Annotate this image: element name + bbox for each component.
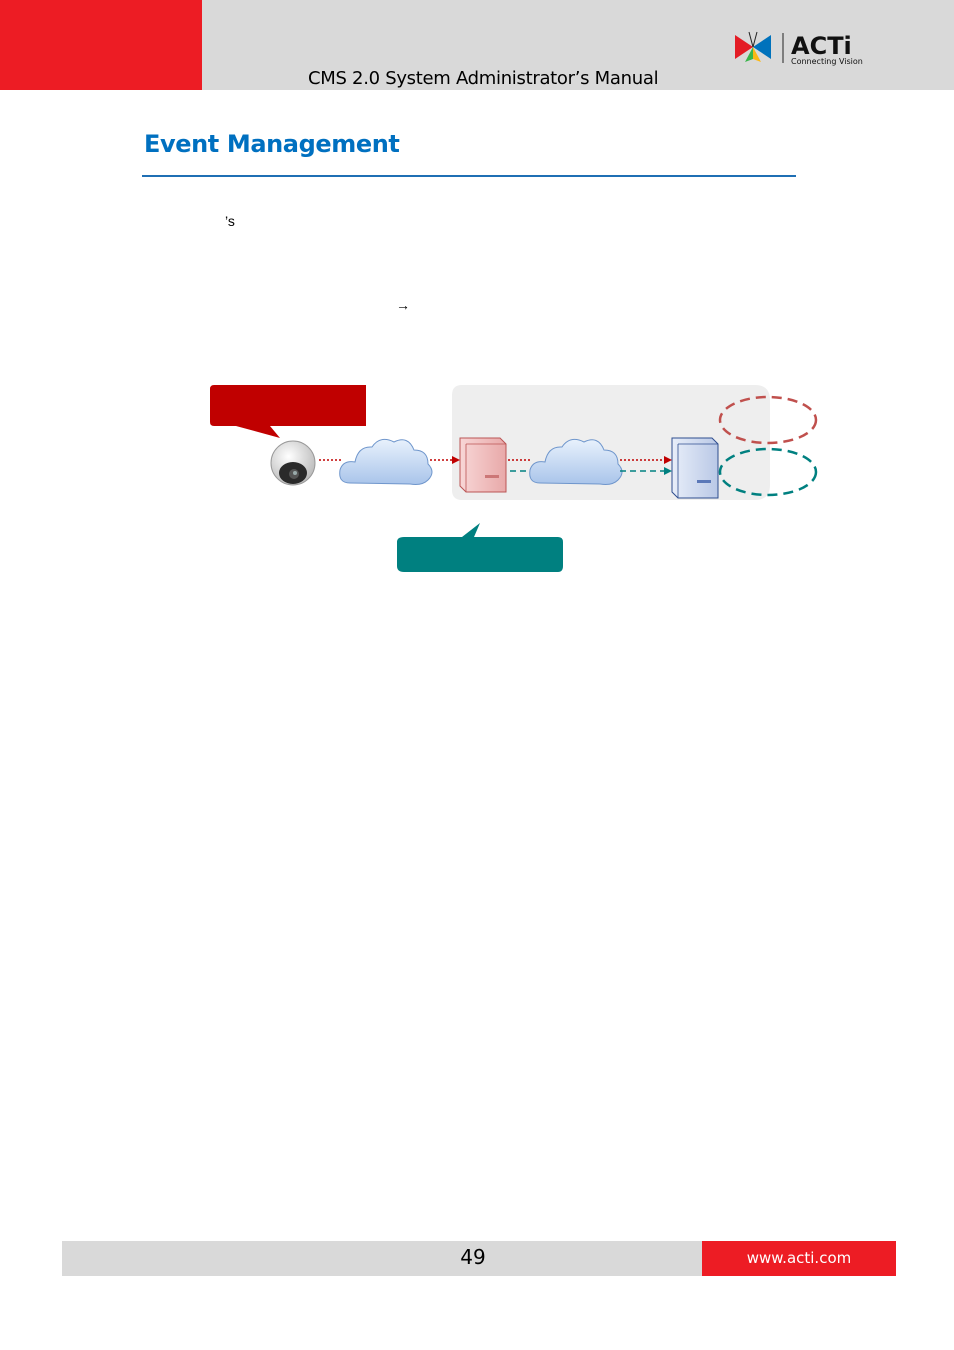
server-icon <box>459 437 507 493</box>
header-gray-band <box>202 0 954 90</box>
title-divider <box>142 175 796 177</box>
footer-website-link[interactable]: www.acti.com <box>746 1249 852 1267</box>
event-callout-red <box>210 385 366 438</box>
event-path-red <box>319 456 672 464</box>
logo-tagline: Connecting Vision <box>791 57 863 66</box>
destination-ellipse-teal <box>718 447 818 497</box>
text-fragment: ’s <box>225 213 235 229</box>
destination-ellipse-red <box>718 395 818 445</box>
arrow-glyph: → <box>396 297 410 313</box>
logo-brand: ACTi <box>791 32 852 60</box>
section-title: Event Management <box>144 130 400 158</box>
notification-callout-teal <box>397 523 563 572</box>
acti-logo: ACTi Connecting Vision <box>735 31 863 66</box>
cloud-icon <box>339 438 433 485</box>
acti-butterfly-logo-icon <box>735 31 771 62</box>
document-title: CMS 2.0 System Administrator’s Manual <box>308 68 659 89</box>
notification-path-teal <box>510 467 672 475</box>
server-icon <box>671 437 719 499</box>
header-red-band <box>0 0 202 90</box>
event-flow-diagram <box>210 385 818 572</box>
page-number: 49 <box>460 1245 486 1269</box>
footer-gray-band <box>62 1241 702 1276</box>
cloud-icon <box>529 438 623 485</box>
footer-red-band <box>702 1241 896 1276</box>
dome-camera-icon <box>270 440 316 486</box>
